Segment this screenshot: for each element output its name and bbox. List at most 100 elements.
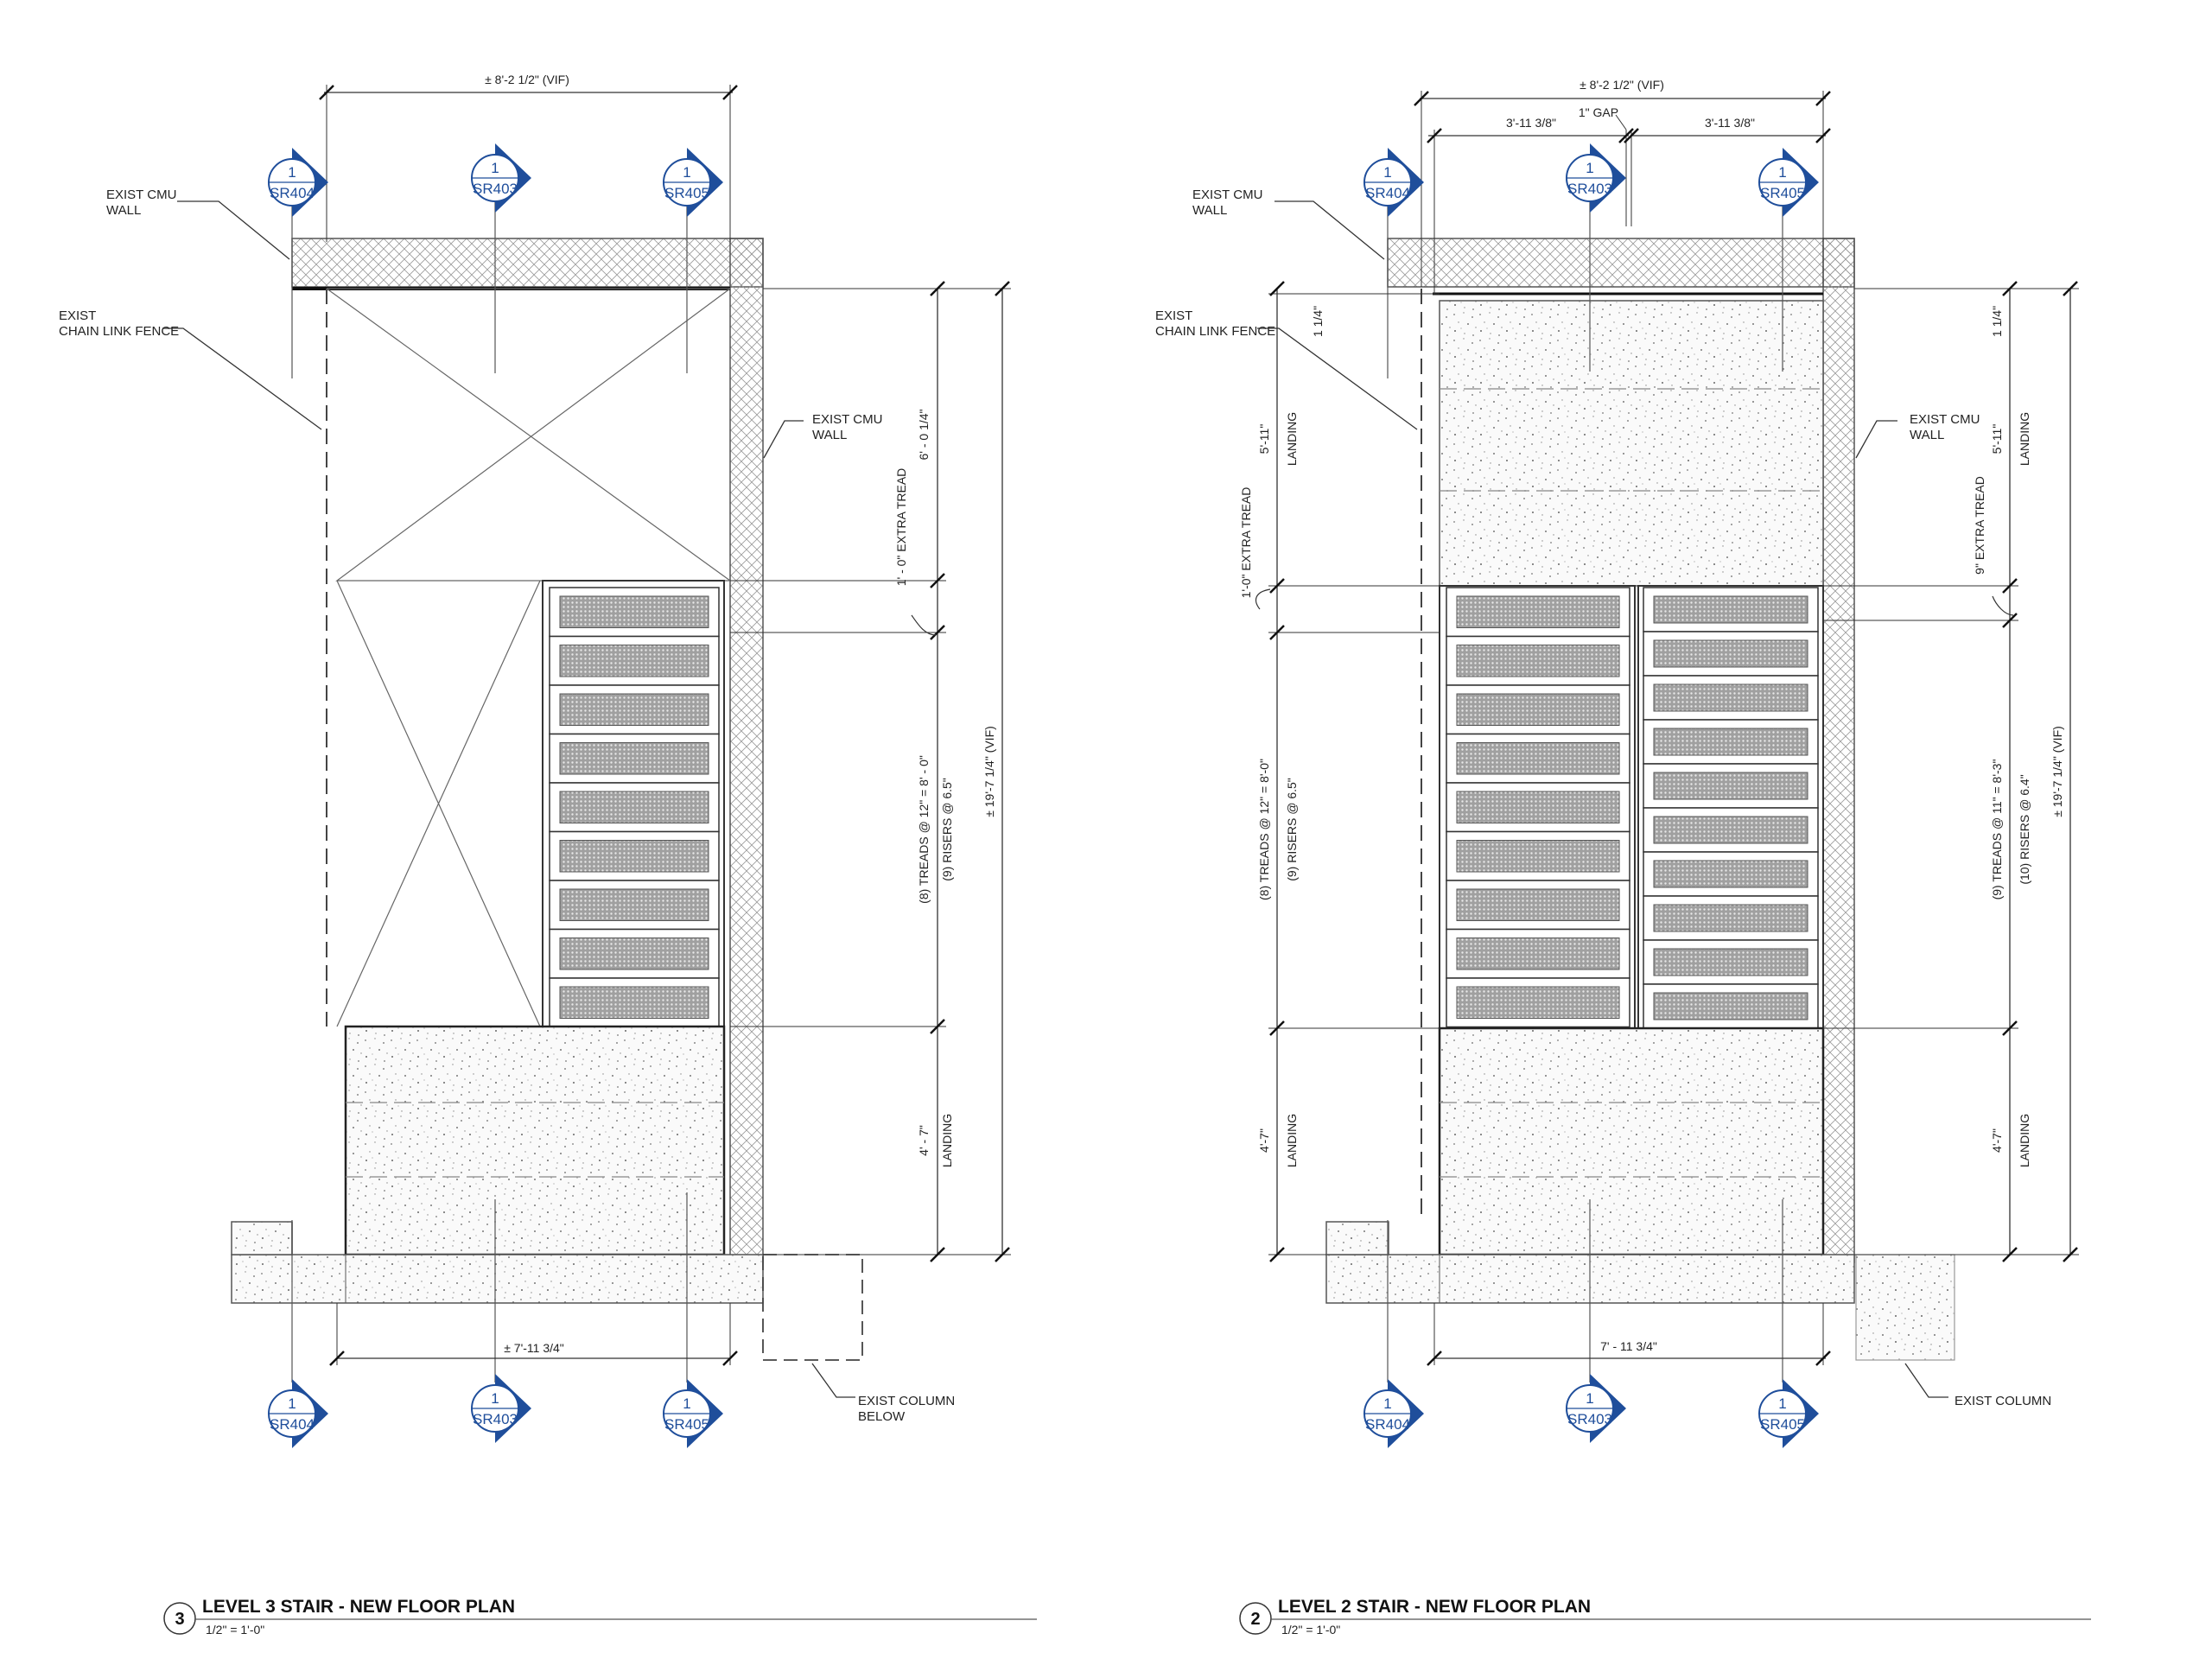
section-tag-sheet: SR403 bbox=[1567, 181, 1612, 197]
right-b-tread-grating bbox=[1653, 860, 1808, 888]
right-dim-right-top: 1 1/4" bbox=[1990, 306, 2004, 337]
left-tread-grating bbox=[559, 595, 709, 628]
section-tag-sheet: SR404 bbox=[1365, 1416, 1410, 1433]
section-tag-number: 1 bbox=[683, 1395, 690, 1412]
right-a-tread-grating bbox=[1456, 938, 1620, 970]
left-note-cmu-top-2: WALL bbox=[106, 203, 141, 218]
right-note-fence-2: CHAIN LINK FENCE bbox=[1155, 324, 1275, 339]
left-tread-grating bbox=[559, 693, 709, 726]
right-note-column: EXIST COLUMN bbox=[1955, 1394, 2051, 1408]
right-title-name: LEVEL 2 STAIR - NEW FLOOR PLAN bbox=[1278, 1597, 1591, 1617]
right-note-cmu-side-1: EXIST CMU bbox=[1910, 412, 1980, 427]
right-title-number-circle bbox=[1239, 1602, 1272, 1635]
section-tag-number: 1 bbox=[1586, 160, 1593, 176]
right-note-cmu-top-2: WALL bbox=[1192, 203, 1227, 218]
left-exist-column-below bbox=[762, 1254, 863, 1361]
right-b-tread-grating bbox=[1653, 683, 1808, 712]
left-tread-grating bbox=[559, 840, 709, 873]
section-tag-number: 1 bbox=[1383, 164, 1391, 181]
left-dim-overall-side: ± 19'-7 1/4" (VIF) bbox=[982, 726, 996, 817]
left-tread-grating bbox=[559, 888, 709, 921]
right-dim-right-treads: (9) TREADS @ 11" = 8'-3" bbox=[1990, 760, 2004, 900]
section-tag-sheet: SR404 bbox=[1365, 185, 1410, 201]
right-exist-column bbox=[1855, 1254, 1955, 1361]
right-a-tread-grating bbox=[1456, 742, 1620, 775]
section-tag-sheet: SR404 bbox=[270, 1416, 315, 1433]
right-title-number: 2 bbox=[1250, 1610, 1260, 1629]
section-tag-sheet: SR403 bbox=[473, 181, 518, 197]
left-tread-grating bbox=[559, 645, 709, 677]
right-b-tread-grating bbox=[1653, 772, 1808, 800]
right-top-landing bbox=[1439, 300, 1824, 587]
right-top-cmu-wall bbox=[1387, 238, 1855, 288]
section-tag-number: 1 bbox=[491, 1390, 499, 1407]
left-dim-treads: (8) TREADS @ 12" = 8' - 0" bbox=[917, 755, 931, 904]
right-dim-left-landing-label: LANDING bbox=[1285, 412, 1299, 466]
right-b-tread-grating bbox=[1653, 595, 1808, 624]
section-tag-number: 1 bbox=[491, 160, 499, 176]
section-tag-number: 1 bbox=[288, 164, 296, 181]
left-note-column-1: EXIST COLUMN bbox=[858, 1394, 955, 1408]
left-dim-landing: 4' - 7" bbox=[917, 1125, 931, 1156]
left-title-name: LEVEL 3 STAIR - NEW FLOOR PLAN bbox=[202, 1597, 515, 1617]
right-b-tread-grating bbox=[1653, 639, 1808, 668]
right-b-tread-grating bbox=[1653, 992, 1808, 1020]
right-dim-overall-top: ± 8'-2 1/2" (VIF) bbox=[1580, 78, 1664, 92]
section-tag-number: 1 bbox=[1778, 1395, 1786, 1412]
section-tag-sheet: SR404 bbox=[270, 185, 315, 201]
right-dim-right-half: 3'-11 3/8" bbox=[1705, 116, 1755, 130]
right-dim-right-landing-label: LANDING bbox=[2018, 412, 2031, 466]
right-side-cmu-wall bbox=[1822, 238, 1855, 1263]
right-stair-treads-right-run bbox=[1643, 587, 1819, 1029]
right-dim-left-half: 3'-11 3/8" bbox=[1506, 116, 1556, 130]
section-tag-sheet: SR403 bbox=[473, 1411, 518, 1427]
right-bottom-landing bbox=[1438, 1027, 1825, 1256]
left-dim-bottom-width: ± 7'-11 3/4" bbox=[504, 1341, 564, 1355]
right-dim-bottom-width: 7' - 11 3/4" bbox=[1600, 1339, 1657, 1353]
section-tag-sheet: SR405 bbox=[664, 1416, 709, 1433]
right-dim-left-treads: (8) TREADS @ 12" = 8'-0" bbox=[1257, 759, 1271, 900]
left-tread-grating bbox=[559, 742, 709, 775]
right-dim-left-extra: 1'-0" EXTRA TREAD bbox=[1239, 487, 1253, 599]
right-dim-right-bottom: 4'-7" bbox=[1990, 1128, 2004, 1153]
right-b-tread-grating bbox=[1653, 728, 1808, 756]
right-note-fence-1: EXIST bbox=[1155, 308, 1192, 323]
left-note-column-2: BELOW bbox=[858, 1409, 906, 1424]
left-tread-grating bbox=[559, 938, 709, 970]
section-tag-markers: 1SR4041SR4031SR4051SR4041SR4031SR4051SR4… bbox=[268, 143, 1819, 1448]
right-dim-right-risers: (10) RISERS @ 6.4" bbox=[2018, 774, 2031, 884]
section-tag-number: 1 bbox=[683, 164, 690, 181]
left-note-cmu-side-2: WALL bbox=[812, 428, 847, 442]
right-a-tread-grating bbox=[1456, 595, 1620, 628]
section-tag-number: 1 bbox=[1586, 1390, 1593, 1407]
left-note-cmu-top-1: EXIST CMU bbox=[106, 188, 176, 202]
right-title-scale: 1/2" = 1'-0" bbox=[1281, 1623, 1340, 1637]
left-top-cmu-wall bbox=[291, 238, 764, 288]
right-dim-overall-side: ± 19'-7 1/4" (VIF) bbox=[2050, 726, 2064, 817]
right-a-tread-grating bbox=[1456, 840, 1620, 873]
left-title-number-circle bbox=[163, 1602, 196, 1635]
right-note-cmu-side-2: WALL bbox=[1910, 428, 1944, 442]
right-dim-left-bottom-label: LANDING bbox=[1285, 1114, 1299, 1167]
left-title-number: 3 bbox=[175, 1610, 184, 1629]
section-tag-sheet: SR405 bbox=[664, 185, 709, 201]
left-tread-grating bbox=[559, 791, 709, 823]
left-landing-label: LANDING bbox=[940, 1114, 954, 1167]
right-a-tread-grating bbox=[1456, 791, 1620, 823]
right-dim-left-risers: (9) RISERS @ 6.5" bbox=[1285, 778, 1299, 881]
left-note-fence-2: CHAIN LINK FENCE bbox=[59, 324, 179, 339]
right-a-tread-grating bbox=[1456, 693, 1620, 726]
